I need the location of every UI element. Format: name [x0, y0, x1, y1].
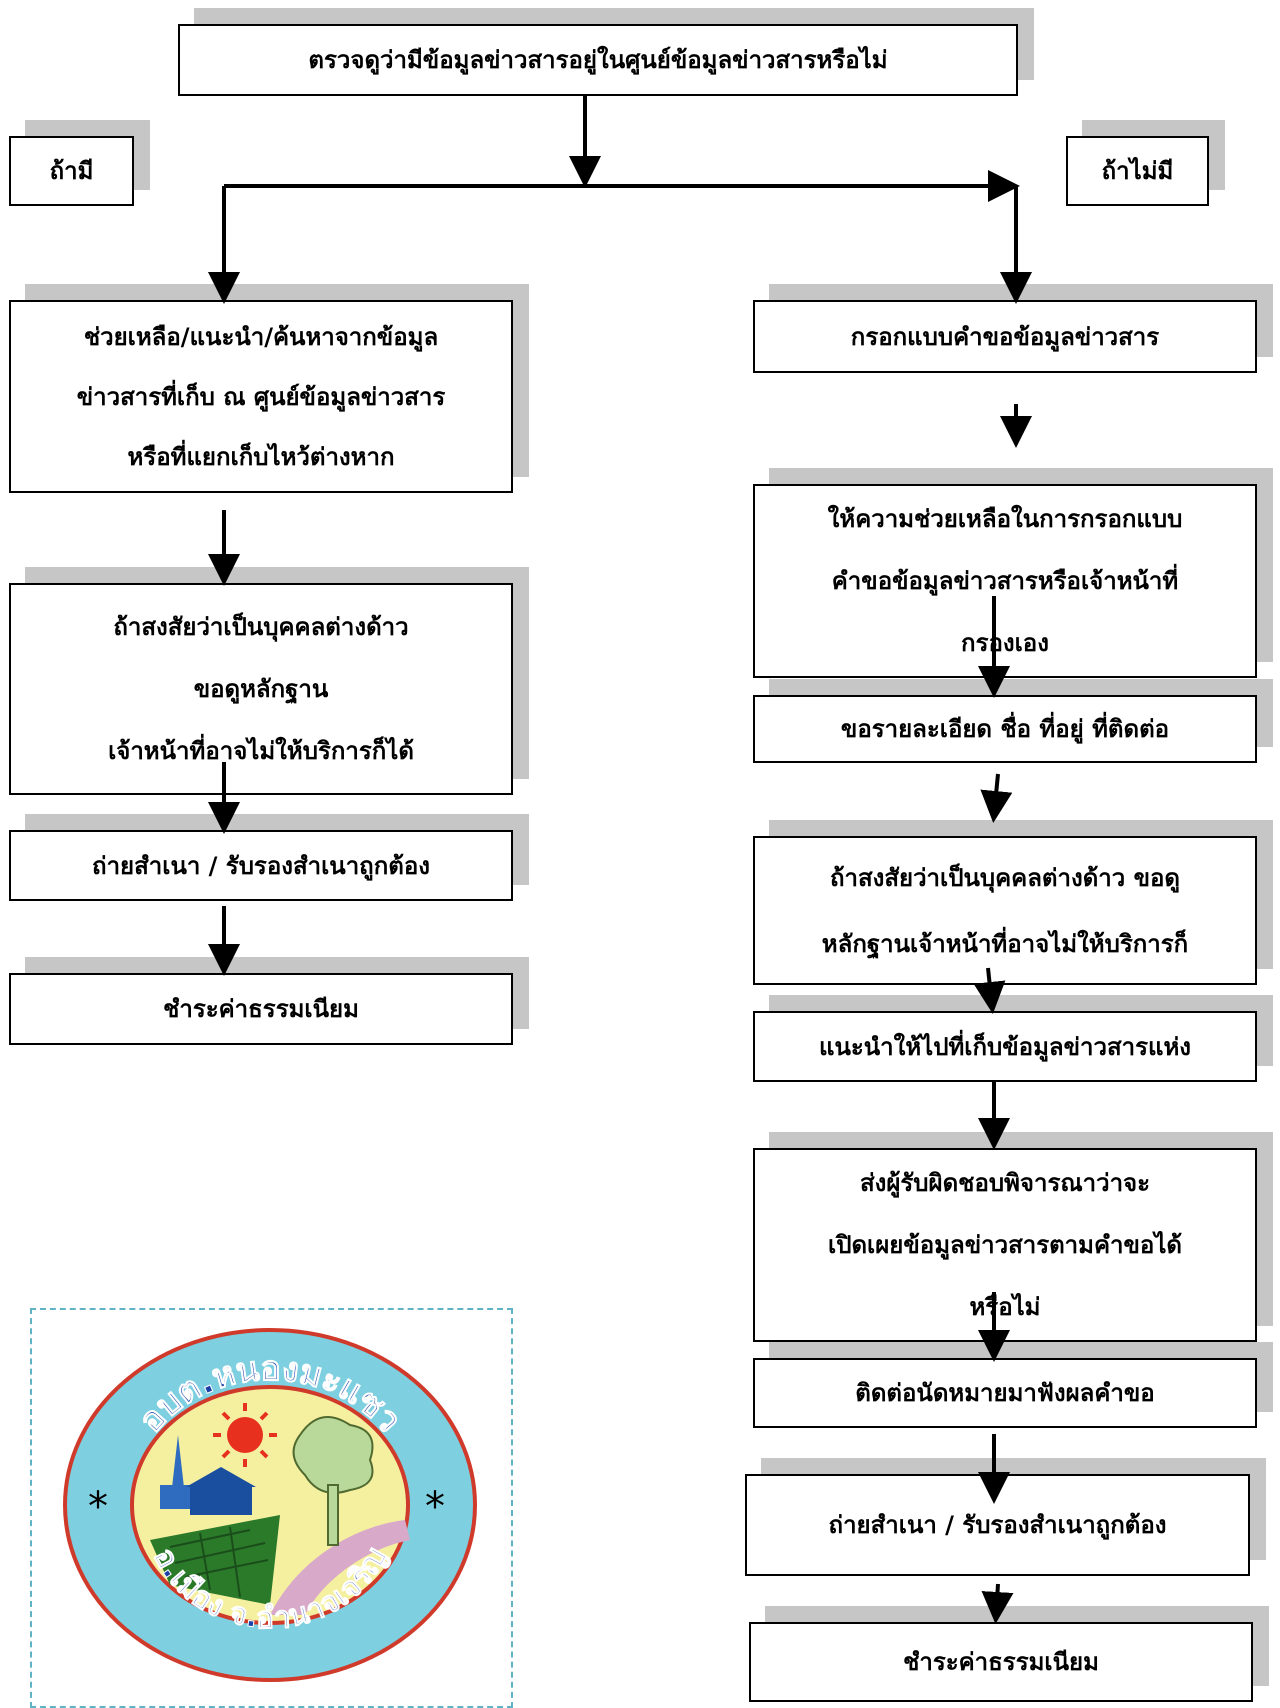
right-consider-box: ส่งผู้รับผิดชอบพิจารณาว่าจะ เปิดเผยข้อมู… — [753, 1148, 1257, 1342]
right-foreigner-line-2: หลักฐานเจ้าหน้าที่อาจไม่ให้บริการก็ — [821, 929, 1189, 958]
star-left-icon: * — [88, 1484, 108, 1530]
top-question-text: ตรวจดูว่ามีข้อมูลข่าวสารอยู่ในศูนย์ข้อมู… — [308, 46, 888, 74]
right-details-text: ขอรายละเอียด ชื่อ ที่อยู่ ที่ติดต่อ — [840, 715, 1170, 743]
right-fee-text: ชำระค่าธรรมเนียม — [903, 1648, 1099, 1676]
top-question-box: ตรวจดูว่ามีข้อมูลข่าวสารอยู่ในศูนย์ข้อมู… — [178, 24, 1018, 96]
left-help-line-3: หรือที่แยกเก็บไหว้ต่างหาก — [127, 442, 395, 471]
label-no-text: ถ้าไม่มี — [1101, 157, 1174, 185]
left-help-box: ช่วยเหลือ/แนะนำ/ค้นหาจากข้อมูล ข่าวสารที… — [9, 300, 513, 493]
right-form-text: กรอกแบบคำขอข้อมูลข่าวสาร — [850, 322, 1160, 351]
right-consider-line-3: หรือไม่ — [969, 1293, 1041, 1321]
field-icon — [150, 1515, 280, 1605]
right-assist-line-2: คำขอข้อมูลข่าวสารหรือเจ้าหน้าที่ — [831, 567, 1179, 595]
left-copy-text: ถ่ายสำเนา / รับรองสำเนาถูกต้อง — [92, 851, 430, 880]
right-consider-line-2: เปิดเผยข้อมูลข่าวสารตามคำขอได้ — [828, 1231, 1182, 1259]
right-refer-text: แนะนำให้ไปที่เก็บข้อมูลข่าวสารแห่ง — [818, 1032, 1191, 1061]
left-foreigner-line-3: เจ้าหน้าที่อาจไม่ให้บริการก็ได้ — [108, 737, 414, 765]
left-fee-text: ชำระค่าธรรมเนียม — [163, 995, 359, 1023]
left-fee-box: ชำระค่าธรรมเนียม — [9, 973, 513, 1045]
star-right-icon: * — [425, 1484, 445, 1530]
right-appoint-box: ติดต่อนัดหมายมาฟังผลคำขอ — [753, 1358, 1257, 1428]
organization-seal: * * อบต.หนองมะแซว อ.เมือง จ.อำนาจเจริญ — [63, 1328, 477, 1682]
right-consider-line-1: ส่งผู้รับผิดชอบพิจารณาว่าจะ — [859, 1169, 1151, 1197]
road-icon — [270, 1520, 410, 1615]
left-copy-box: ถ่ายสำเนา / รับรองสำเนาถูกต้อง — [9, 830, 513, 901]
right-copy-text: ถ่ายสำเนา / รับรองสำเนาถูกต้อง — [828, 1511, 1167, 1539]
left-foreigner-line-2: ขอดูหลักฐาน — [193, 675, 329, 703]
left-help-line-2: ข่าวสารที่เก็บ ณ ศูนย์ข้อมูลข่าวสาร — [76, 382, 446, 411]
right-foreigner-box: ถ้าสงสัยว่าเป็นบุคคลต่างด้าว ขอดู หลักฐา… — [753, 836, 1257, 985]
right-foreigner-line-1: ถ้าสงสัยว่าเป็นบุคคลต่างด้าว ขอดู — [829, 863, 1180, 892]
label-no-box: ถ้าไม่มี — [1066, 136, 1209, 206]
right-assist-line-1: ให้ความช่วยเหลือในการกรอกแบบ — [827, 505, 1183, 533]
right-appoint-text: ติดต่อนัดหมายมาฟังผลคำขอ — [855, 1379, 1155, 1407]
right-form-box: กรอกแบบคำขอข้อมูลข่าวสาร — [753, 300, 1257, 373]
left-foreigner-line-1: ถ้าสงสัยว่าเป็นบุคคลต่างด้าว — [113, 613, 409, 641]
right-refer-box: แนะนำให้ไปที่เก็บข้อมูลข่าวสารแห่ง — [753, 1011, 1257, 1082]
label-yes-box: ถ้ามี — [9, 136, 134, 206]
sun-icon — [227, 1417, 263, 1453]
arrow-right-3 — [980, 773, 1013, 823]
label-yes-text: ถ้ามี — [49, 157, 94, 185]
arrow-right-8 — [981, 1583, 1014, 1624]
right-details-box: ขอรายละเอียด ชื่อ ที่อยู่ ที่ติดต่อ — [753, 695, 1257, 763]
right-assist-line-3: กรองเอง — [961, 629, 1049, 657]
tree-icon — [292, 1416, 374, 1494]
arrow-right-4 — [973, 967, 1006, 1014]
left-foreigner-box: ถ้าสงสัยว่าเป็นบุคคลต่างด้าว ขอดูหลักฐาน… — [9, 583, 513, 795]
house-icon — [190, 1485, 252, 1515]
left-help-line-1: ช่วยเหลือ/แนะนำ/ค้นหาจากข้อมูล — [83, 322, 439, 351]
